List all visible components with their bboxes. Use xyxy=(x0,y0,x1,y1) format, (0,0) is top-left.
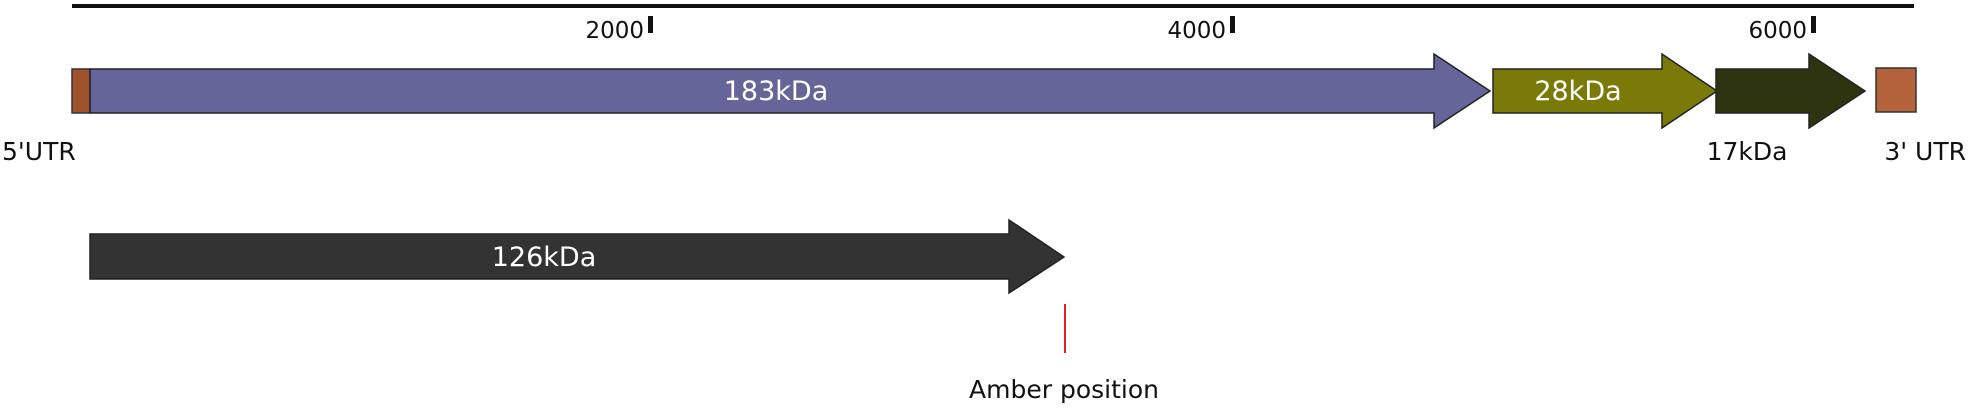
utr5-label: 5'UTR xyxy=(2,137,76,166)
orf-17kda-arrow xyxy=(1715,52,1867,130)
orf-28kda-arrow xyxy=(1492,52,1719,130)
ruler-tick-label-4000: 4000 xyxy=(1167,18,1226,44)
orf-28kda-label: 28kDa xyxy=(1534,76,1621,107)
utr3-box xyxy=(1875,67,1917,113)
ruler-tick-4000 xyxy=(1230,16,1235,33)
ruler-tick-label-2000: 2000 xyxy=(585,18,644,44)
amber-label: Amber position xyxy=(969,375,1159,404)
ruler-tick-label-6000: 6000 xyxy=(1748,18,1807,44)
ruler-tick-2000 xyxy=(648,16,653,33)
orf-183kda-label: 183kDa xyxy=(724,76,829,107)
utr5-box xyxy=(71,68,91,114)
orf-126kda-label: 126kDa xyxy=(492,242,597,273)
orf-17kda-label: 17kDa xyxy=(1707,137,1788,166)
orf-183kda-arrow xyxy=(89,52,1492,130)
ruler-tick-6000 xyxy=(1811,16,1816,33)
utr3-label: 3' UTR xyxy=(1884,137,1966,166)
orf-126kda-arrow xyxy=(89,218,1066,295)
